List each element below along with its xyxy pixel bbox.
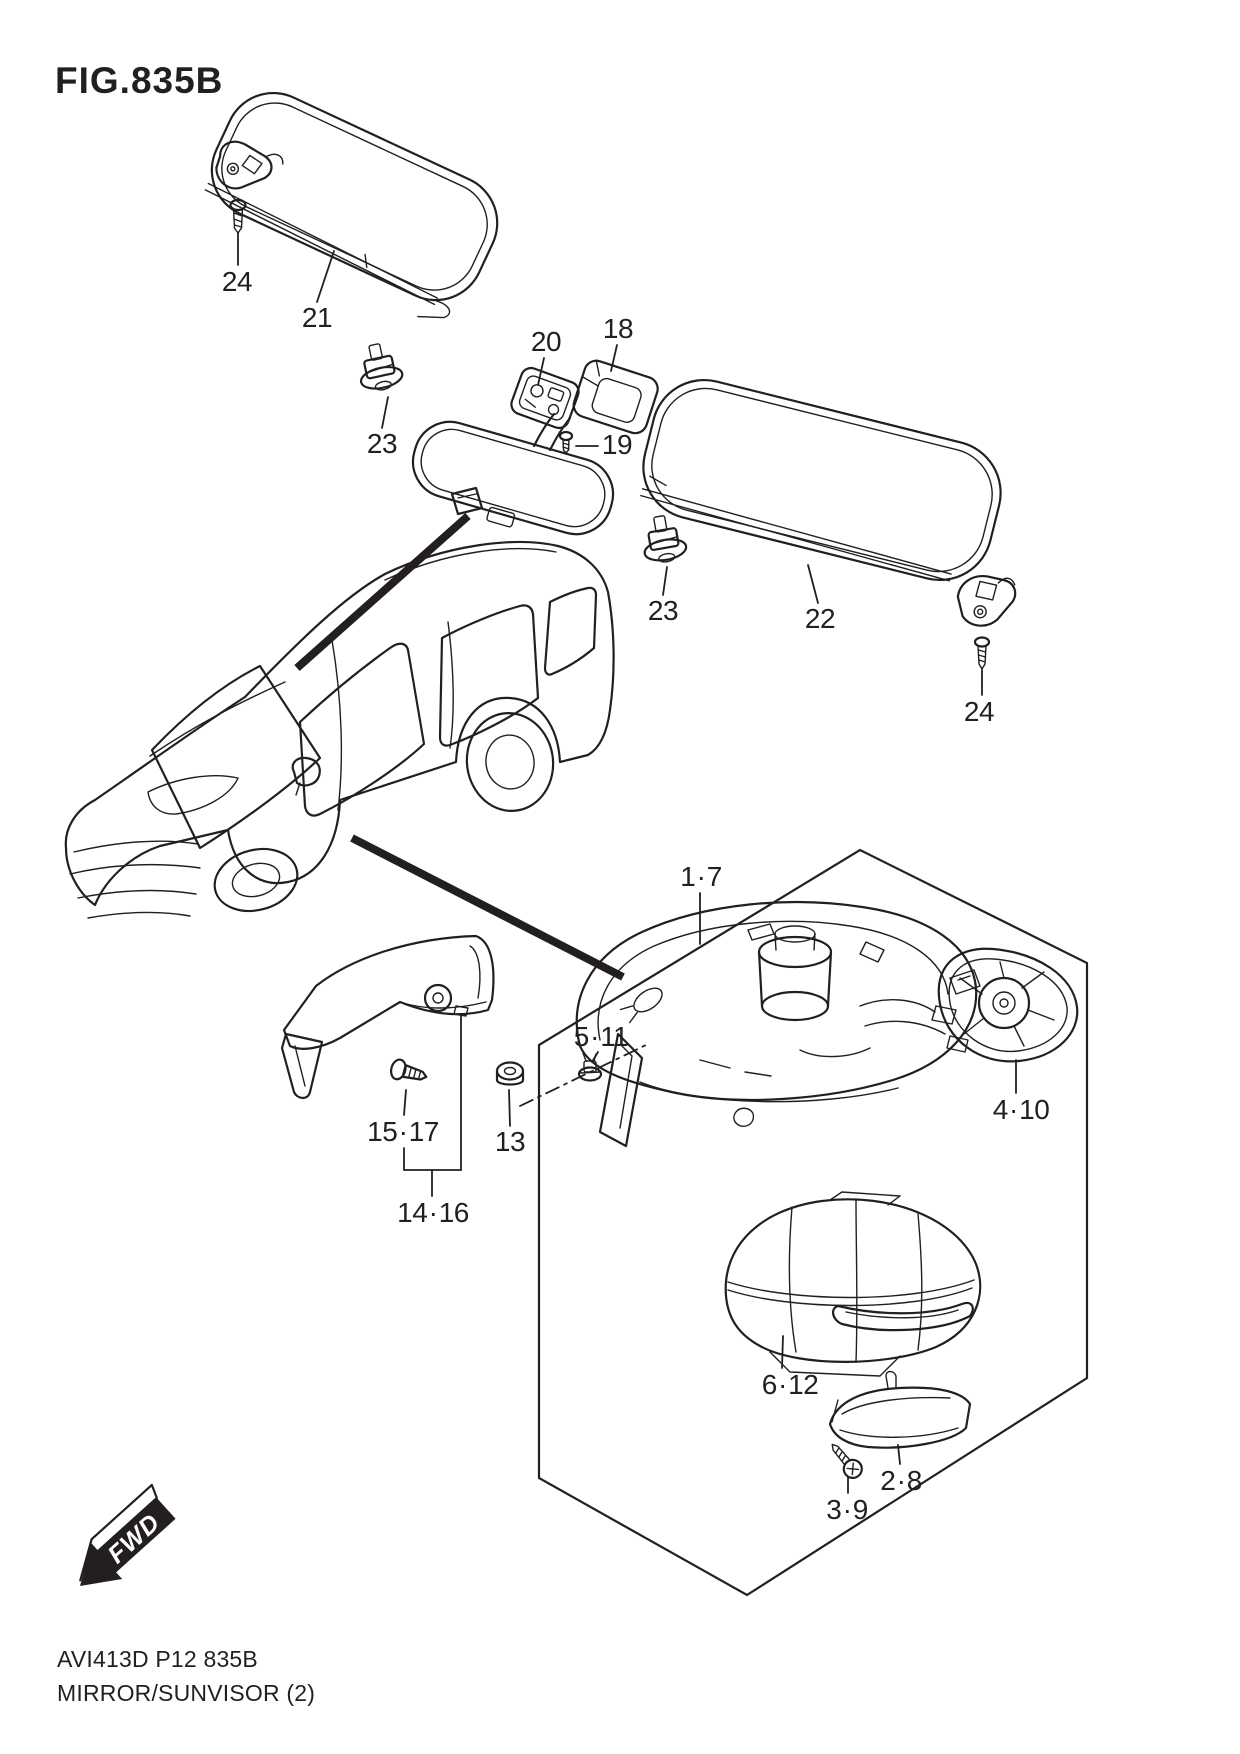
visor-right-screw-drawing xyxy=(973,636,991,670)
callout-5-11: 5 · 11 xyxy=(573,1021,629,1052)
bracket-screw-drawing xyxy=(390,1058,428,1081)
callout-6-12: 6 · 12 xyxy=(761,1369,819,1400)
mount-screw-drawing xyxy=(558,430,574,454)
nut-drawing xyxy=(495,1061,525,1086)
callout-24-left: 24 xyxy=(221,266,253,297)
callout-1-7: 1 · 7 xyxy=(680,861,722,892)
callout-4-10: 4 · 10 xyxy=(992,1094,1050,1125)
leader-lines xyxy=(237,232,1017,1494)
callout-22: 22 xyxy=(804,603,836,634)
fwd-arrow: FWD xyxy=(79,1483,176,1586)
callout-23-right: 23 xyxy=(647,595,679,626)
sun-visor-left-drawing xyxy=(204,91,499,319)
callout-24-right: 24 xyxy=(963,696,995,727)
figure-title: FIG.835B xyxy=(55,60,224,101)
callout-15-17: 15 · 17 xyxy=(367,1116,439,1147)
interior-mirror-drawing xyxy=(411,359,659,536)
mirror-glass-drawing xyxy=(937,947,1079,1063)
exploded-view-boundary xyxy=(537,848,1089,1597)
visor-right-mount-drawing xyxy=(956,575,1017,627)
lamp-screw-drawing xyxy=(831,1443,863,1479)
callout-19: 19 xyxy=(601,429,633,460)
visor-left-mount-drawing xyxy=(215,140,284,190)
vehicle-outline-drawing xyxy=(64,541,615,919)
mirror-bracket-drawing xyxy=(280,934,525,1100)
callout-21: 21 xyxy=(301,302,333,333)
visor-clip-left-drawing xyxy=(359,343,404,391)
mount-cover-drawing xyxy=(572,359,659,435)
footer-title: MIRROR/SUNVISOR (2) xyxy=(57,1680,316,1706)
mirror-mount-plate-drawing xyxy=(510,366,580,430)
callout-14-16: 14 · 16 xyxy=(397,1197,469,1228)
callout-18: 18 xyxy=(602,313,634,344)
callout-23-left: 23 xyxy=(366,428,398,459)
pointer-line-interior-mirror xyxy=(294,513,471,671)
mirror-cover-drawing xyxy=(724,1191,982,1377)
turn-lamp-drawing xyxy=(828,1370,972,1479)
sun-visor-right-drawing xyxy=(640,378,1017,670)
footer-code: AVI413D P12 835B xyxy=(57,1646,258,1672)
visor-clip-right-drawing xyxy=(643,515,688,563)
callout-2-8: 2 · 8 xyxy=(880,1465,922,1496)
callout-20: 20 xyxy=(530,326,562,357)
callout-13: 13 xyxy=(494,1126,526,1157)
callout-3-9: 3 · 9 xyxy=(826,1494,868,1525)
pointer-line-door-mirror xyxy=(350,834,625,981)
visor-left-screw-drawing xyxy=(229,198,247,234)
mirror-housing-drawing xyxy=(575,900,978,1148)
